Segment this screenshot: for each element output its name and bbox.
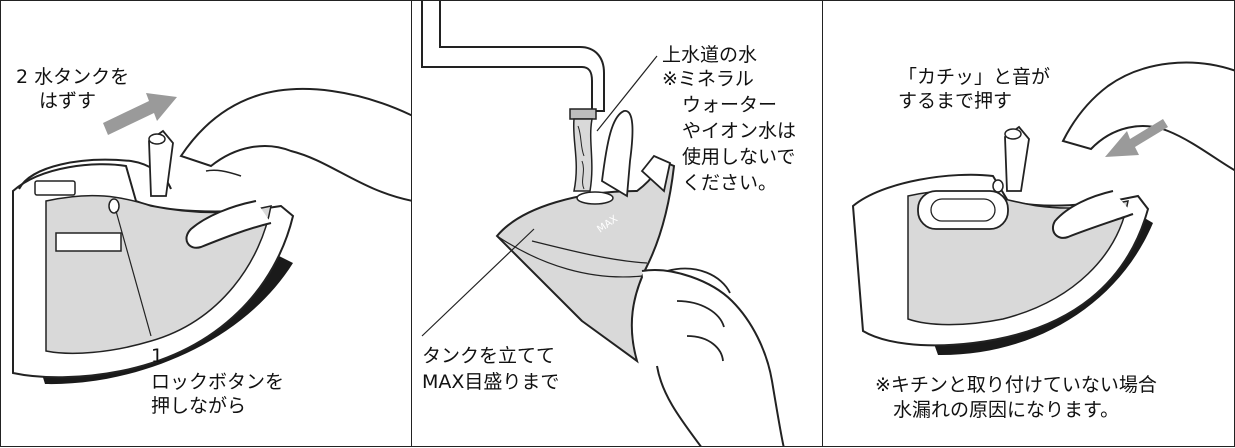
water-line2: ※ミネラル [662,68,754,90]
push-arrow [1105,119,1168,157]
step2-text-line1: 水タンクを [34,66,130,88]
tank-pointer [421,228,535,337]
click-line1: 「カチッ」と音が [898,66,1051,88]
fill-water-illustration: MAX [421,1,785,446]
step2-text-line2: はずす [39,90,97,112]
panel-fill-water: MAX 上水道の水 ※ミネラル ウォーター やイオン水は 使用しないで ください… [411,0,823,447]
panel-attach-tank: 「カチッ」と音が するまで押す ※キチンと取り付けていない場合 水漏れの原因にな… [822,0,1235,447]
remove-arrow [103,93,177,135]
water-stream [572,118,593,192]
click-line2: するまで押す [898,90,1013,112]
warning-line2: 水漏れの原因になります。 [893,399,1120,421]
warning-line1: ※キチンと取り付けていない場合 [875,374,1157,396]
tank-line1: タンクを立てて [422,345,556,367]
faucet [421,1,605,112]
step1-text-line2: 押しながら [151,395,247,417]
hand [1061,61,1234,171]
water-line6: ください。 [682,172,778,194]
step1-text-line1: ロックボタンを [151,371,285,393]
lock-button [108,198,120,214]
pointer-line [115,210,152,337]
step2-label: 2 水タンクを [16,65,129,89]
step1-number: 1 [151,345,164,367]
water-line4: やイオン水は [682,120,797,142]
step2-number: 2 [16,66,29,88]
tank-line2: MAX目盛りまで [422,371,560,393]
iron-attach-illustration [851,61,1234,356]
panel-remove-tank: 2 水タンクを はずす 1 ロックボタンを 押しながら [0,0,412,447]
water-line3: ウォーター [682,94,778,116]
water-pointer [596,55,658,132]
hand [641,269,785,446]
water-line1: 上水道の水 [662,44,758,66]
iron-remove-illustration [12,87,411,385]
hand [179,87,411,202]
water-line5: 使用しないで [682,146,796,168]
